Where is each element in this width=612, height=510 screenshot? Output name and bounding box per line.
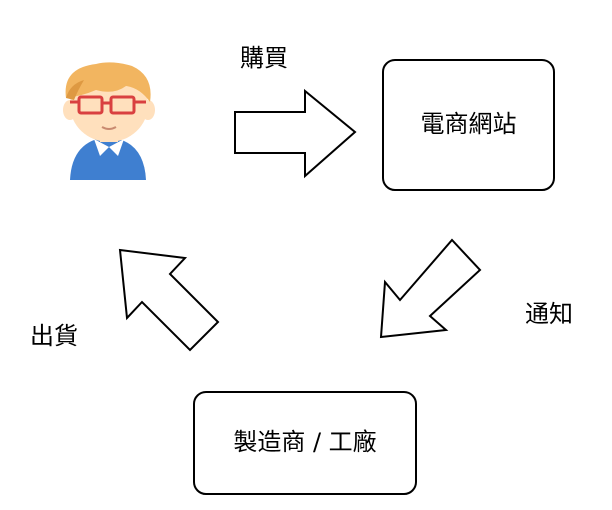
avatar-shirt [70, 137, 146, 180]
manufacturer-label: 製造商 / 工廠 [233, 428, 376, 456]
ecommerce-box [382, 59, 555, 191]
purchase-arrow [234, 88, 357, 179]
avatar-mouth [101, 126, 117, 130]
ship-arrow [118, 248, 220, 352]
avatar-hair [65, 62, 151, 102]
manufacturer-box [193, 391, 417, 495]
ecommerce-label: 電商網站 [421, 110, 517, 138]
avatar-collar-left [94, 139, 109, 156]
avatar-glasses-right-lens [109, 95, 136, 115]
notify-label: 通知 [525, 300, 573, 328]
avatar-hair-shade [66, 80, 84, 100]
notify-arrow [379, 238, 482, 339]
avatar-collar-right [109, 139, 124, 156]
avatar-glasses-left-lens [77, 95, 104, 115]
purchase-label: 購買 [240, 44, 288, 72]
user-with-glasses-icon [63, 62, 155, 180]
ship-label: 出貨 [30, 322, 78, 350]
